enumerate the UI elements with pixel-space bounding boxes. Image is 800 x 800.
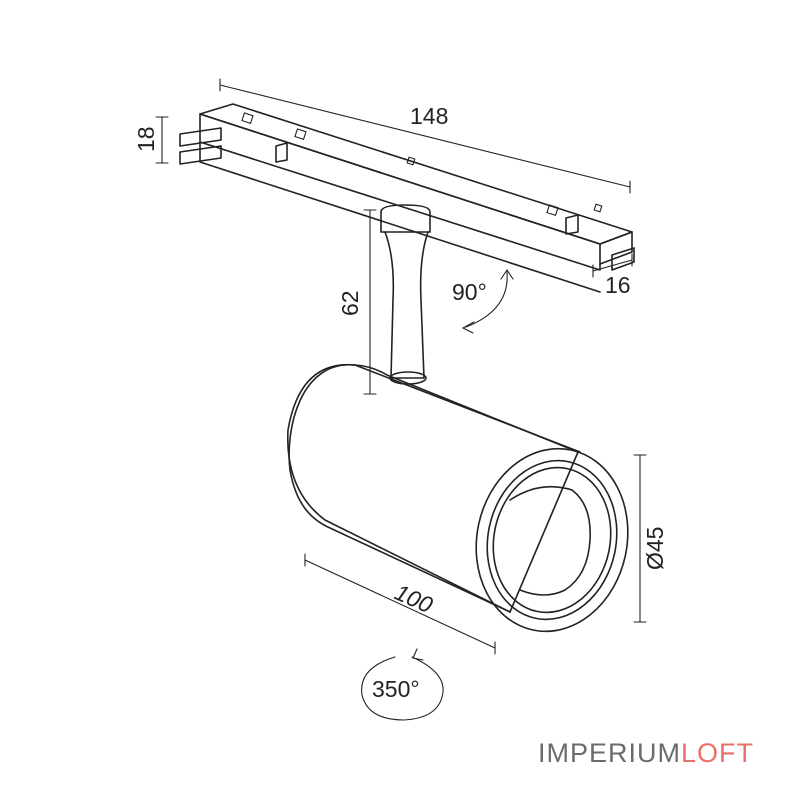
tilt-arrow [461,269,514,334]
dim-100-label: 100 [391,579,437,618]
stem [380,204,431,385]
dim-diameter-label: Ø45 [642,527,668,570]
track-adapter [179,103,635,293]
dim-18-label: 18 [133,126,159,152]
tilt-angle-label: 90° [452,279,487,305]
pan-angle-label: 350° [372,676,420,702]
dim-62-label: 62 [337,290,363,316]
dim-16-label: 16 [605,272,631,298]
dim-148-label: 148 [410,103,448,129]
watermark-part2: LOFT [681,738,754,768]
watermark-part1: IMPERIUM [538,738,681,768]
dimension-lines [155,78,647,655]
watermark: IMPERIUMLOFT [538,738,754,768]
pan-arrow [361,648,444,721]
spotlight-body [287,363,629,633]
